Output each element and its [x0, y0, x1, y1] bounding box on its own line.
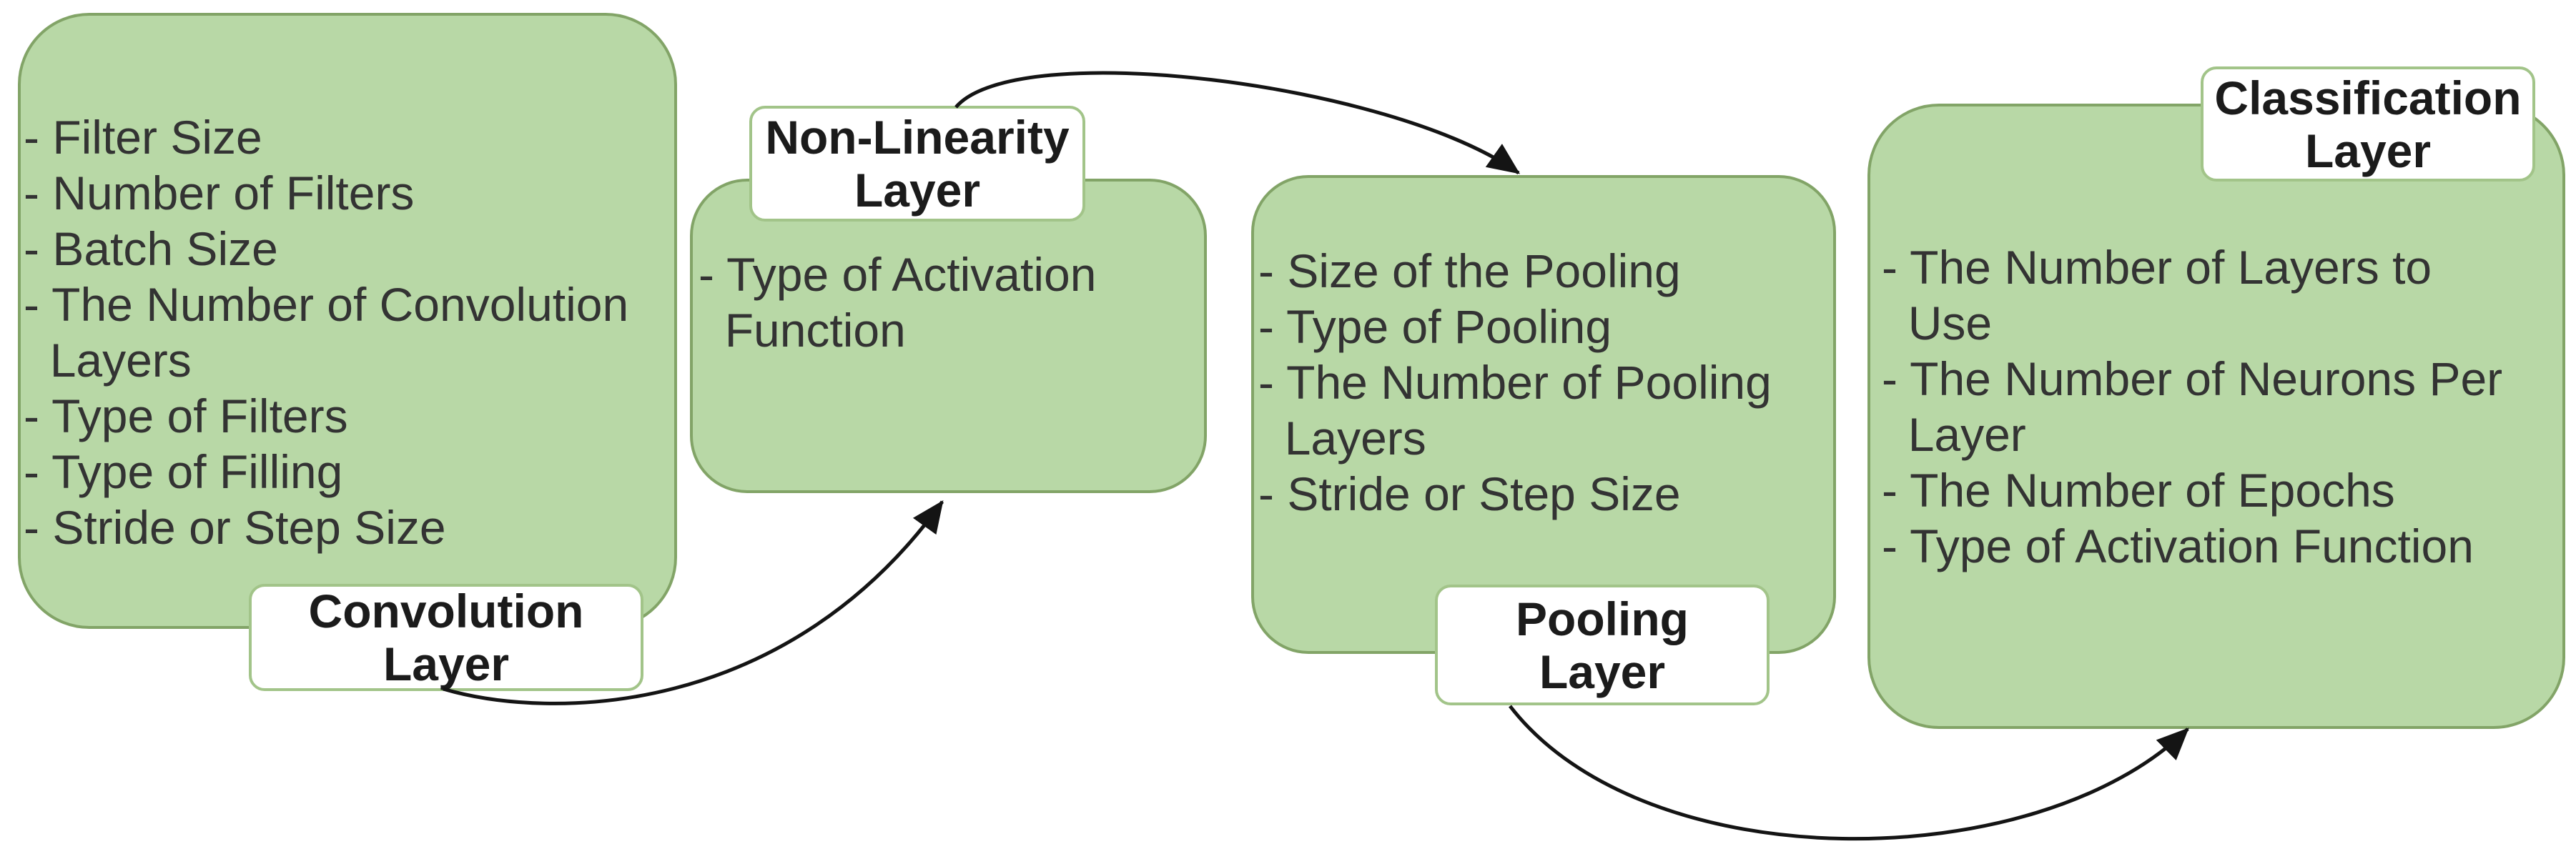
hyperparameter-list-classification: - The Number of Layers to Use - The Numb…	[1882, 239, 2554, 574]
layer-box-convolution: - Filter Size - Number of Filters - Batc…	[18, 13, 677, 629]
hyperparameter-item: - Filter Size	[24, 111, 262, 164]
hyperparameter-item: - Number of Filters	[24, 167, 415, 219]
layer-box-non-linearity: - Type of Activation Function	[690, 179, 1207, 493]
hyperparameter-item: - Size of the Pooling	[1258, 244, 1681, 297]
hyperparameter-item: - Stride or Step Size	[1258, 467, 1681, 520]
hyperparameter-item: - Type of Filters	[24, 389, 348, 442]
layer-label-line: Non-Linearity	[765, 111, 1070, 164]
hyperparameter-list-pooling: - Size of the Pooling - Type of Pooling …	[1258, 243, 1830, 522]
layer-label-line: Layer	[854, 164, 981, 217]
hyperparameter-item: - The Number of Layers to Use	[1882, 241, 2432, 349]
layer-label-convolution: Convolution Layer	[249, 584, 643, 691]
hyperparameter-item: - Type of Pooling	[1258, 300, 1612, 353]
layer-label-line: Pooling	[1516, 592, 1689, 645]
layer-label-line: Layer	[1539, 645, 1666, 698]
hyperparameter-item: - The Number of Pooling Layers	[1258, 356, 1772, 465]
hyperparameter-item: - Stride or Step Size	[24, 501, 446, 554]
hyperparameter-list-convolution: - Filter Size - Number of Filters - Batc…	[24, 109, 667, 555]
hyperparameter-item: - Batch Size	[24, 222, 278, 275]
layer-box-pooling: - Size of the Pooling - Type of Pooling …	[1251, 175, 1836, 654]
layer-label-line: Classification	[2214, 71, 2522, 124]
hyperparameter-item: - Type of Activation Function	[1882, 520, 2474, 572]
hyperparameter-item: - Type of Filling	[24, 445, 343, 498]
hyperparameter-list-non-linearity: - Type of Activation Function	[699, 247, 1199, 358]
layer-label-line: Layer	[383, 637, 510, 690]
hyperparameter-item: - The Number of Convolution Layers	[24, 278, 629, 387]
hyperparameter-item: - The Number of Epochs	[1882, 464, 2395, 517]
layer-label-line: Layer	[2304, 124, 2432, 177]
layer-label-pooling: Pooling Layer	[1435, 585, 1770, 705]
hyperparameter-item: - The Number of Neurons Per Layer	[1882, 352, 2503, 461]
hyperparameter-item: - Type of Activation Function	[699, 248, 1097, 357]
layer-box-classification: - The Number of Layers to Use - The Numb…	[1867, 104, 2565, 729]
layer-label-line: Convolution	[308, 585, 584, 637]
layer-label-classification: Classification Layer	[2201, 66, 2535, 182]
layer-label-non-linearity: Non-Linearity Layer	[749, 106, 1085, 222]
